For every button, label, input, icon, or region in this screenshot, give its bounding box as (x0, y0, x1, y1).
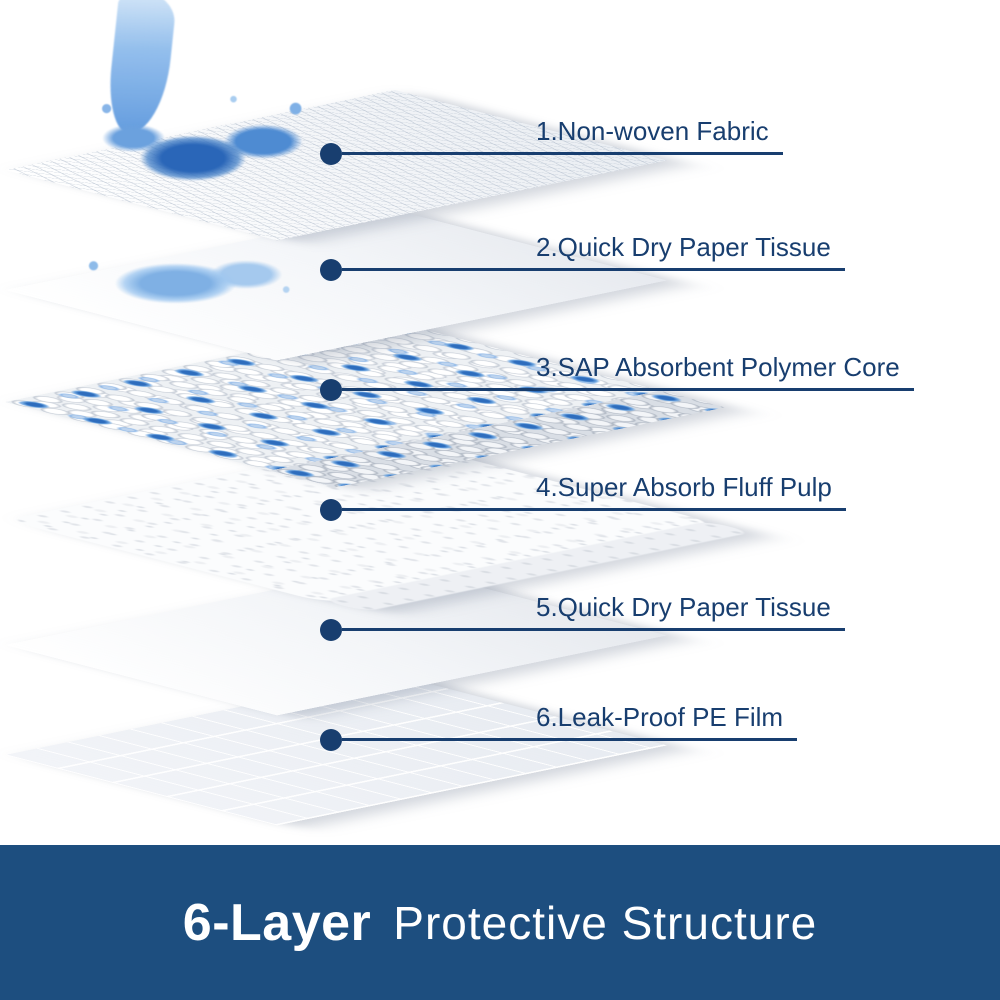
water-splash-top-graphic (85, 85, 355, 203)
callout-label: 2.Quick Dry Paper Tissue (528, 232, 845, 271)
callout-quick-dry-tissue-top: 2.Quick Dry Paper Tissue (320, 227, 845, 281)
callout-dot-icon (320, 729, 342, 751)
callout-dot-icon (320, 143, 342, 165)
callout-fluff-pulp: 4.Super Absorb Fluff Pulp (320, 467, 846, 521)
callout-pe-film: 6.Leak-Proof PE Film (320, 697, 798, 751)
callout-dot-icon (320, 499, 342, 521)
callout-dot-icon (320, 379, 342, 401)
callout-leader-line (342, 388, 528, 391)
callout-label: 5.Quick Dry Paper Tissue (528, 592, 845, 631)
callout-dot-icon (320, 619, 342, 641)
callout-leader-line (342, 738, 528, 741)
banner-title: Protective Structure (393, 896, 818, 949)
callout-quick-dry-tissue-bottom: 5.Quick Dry Paper Tissue (320, 587, 845, 641)
callout-label: 4.Super Absorb Fluff Pulp (528, 472, 846, 511)
callout-label: 6.Leak-Proof PE Film (528, 702, 798, 741)
callout-leader-line (342, 508, 528, 511)
callout-leader-line (342, 628, 528, 631)
callout-leader-line (342, 152, 528, 155)
bottom-banner: 6-Layer Protective Structure (0, 845, 1000, 1000)
callout-sap-polymer-core: 3.SAP Absorbent Polymer Core (320, 347, 914, 401)
callout-nonwoven-fabric: 1.Non-woven Fabric (320, 111, 783, 165)
callout-dot-icon (320, 259, 342, 281)
banner-highlight: 6-Layer (182, 893, 372, 952)
callout-leader-line (342, 268, 528, 271)
callout-label: 1.Non-woven Fabric (528, 116, 783, 155)
water-splash-second-graphic (70, 235, 305, 323)
callout-label: 3.SAP Absorbent Polymer Core (528, 352, 914, 391)
